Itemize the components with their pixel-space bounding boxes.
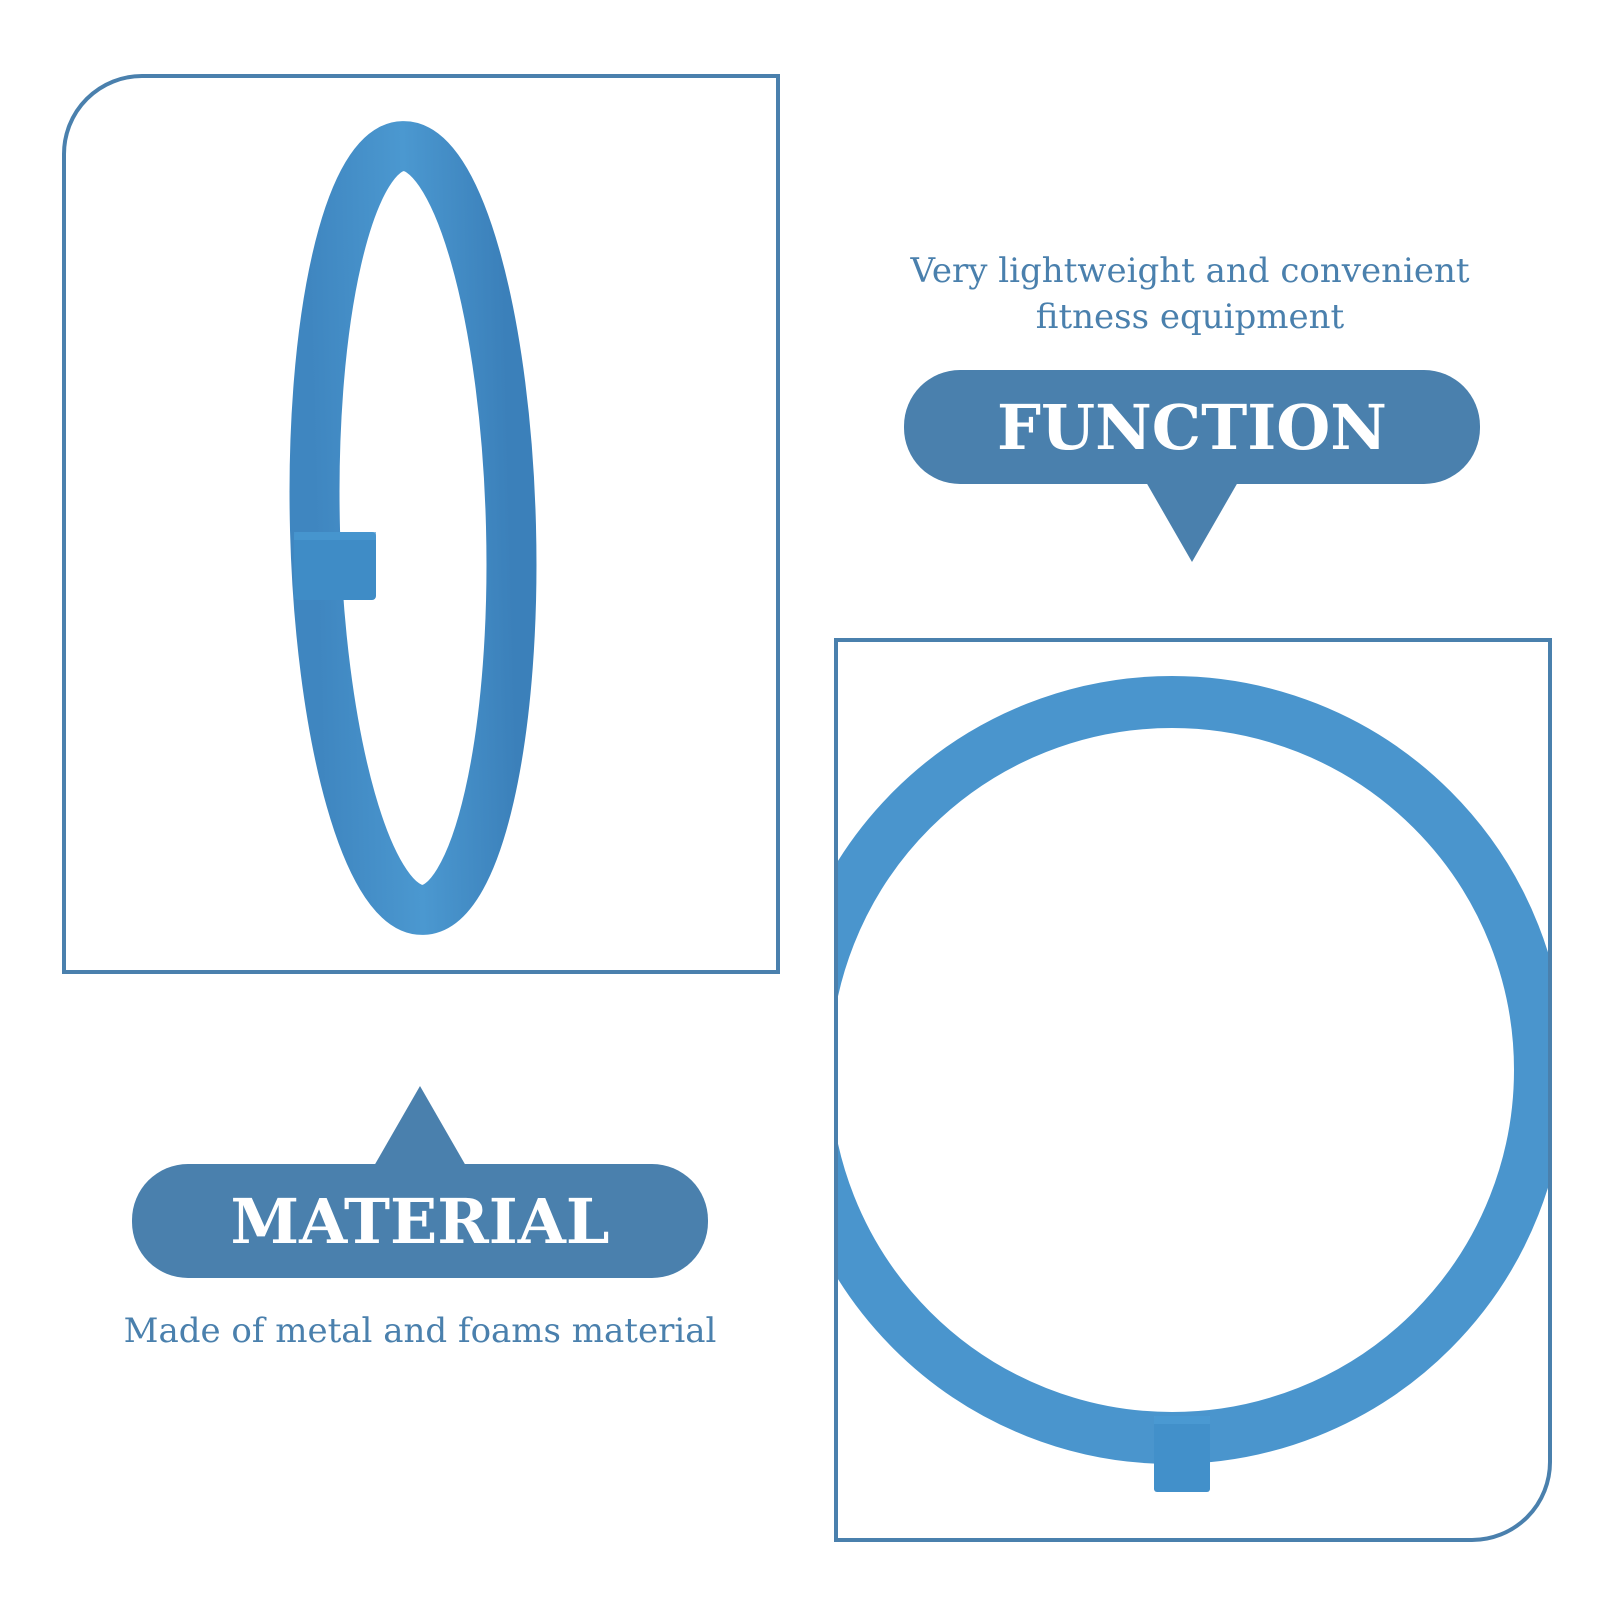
ring-front-view bbox=[838, 676, 1548, 1464]
function-caption: Very lightweight and convenient fitness … bbox=[880, 248, 1500, 340]
ring-side-view-illustration bbox=[289, 121, 537, 935]
function-caption-line-1: Very lightweight and convenient bbox=[910, 251, 1470, 291]
function-caption-line-2: fitness equipment bbox=[1035, 297, 1345, 337]
product-image-panel-front-view bbox=[834, 638, 1552, 1542]
product-image-panel-side-view bbox=[62, 74, 780, 974]
ring-front-view-illustration bbox=[838, 676, 1548, 1492]
ring-grip-sleeve bbox=[294, 532, 376, 600]
function-label: FUNCTION bbox=[904, 370, 1480, 484]
material-caption: Made of metal and foams material bbox=[123, 1311, 717, 1351]
ring-side-view bbox=[289, 121, 537, 935]
ring-grip-sleeve bbox=[1154, 1416, 1210, 1492]
function-pointer-arrow bbox=[1146, 482, 1238, 562]
material-pointer-arrow bbox=[374, 1086, 466, 1166]
material-label: MATERIAL bbox=[132, 1164, 708, 1278]
